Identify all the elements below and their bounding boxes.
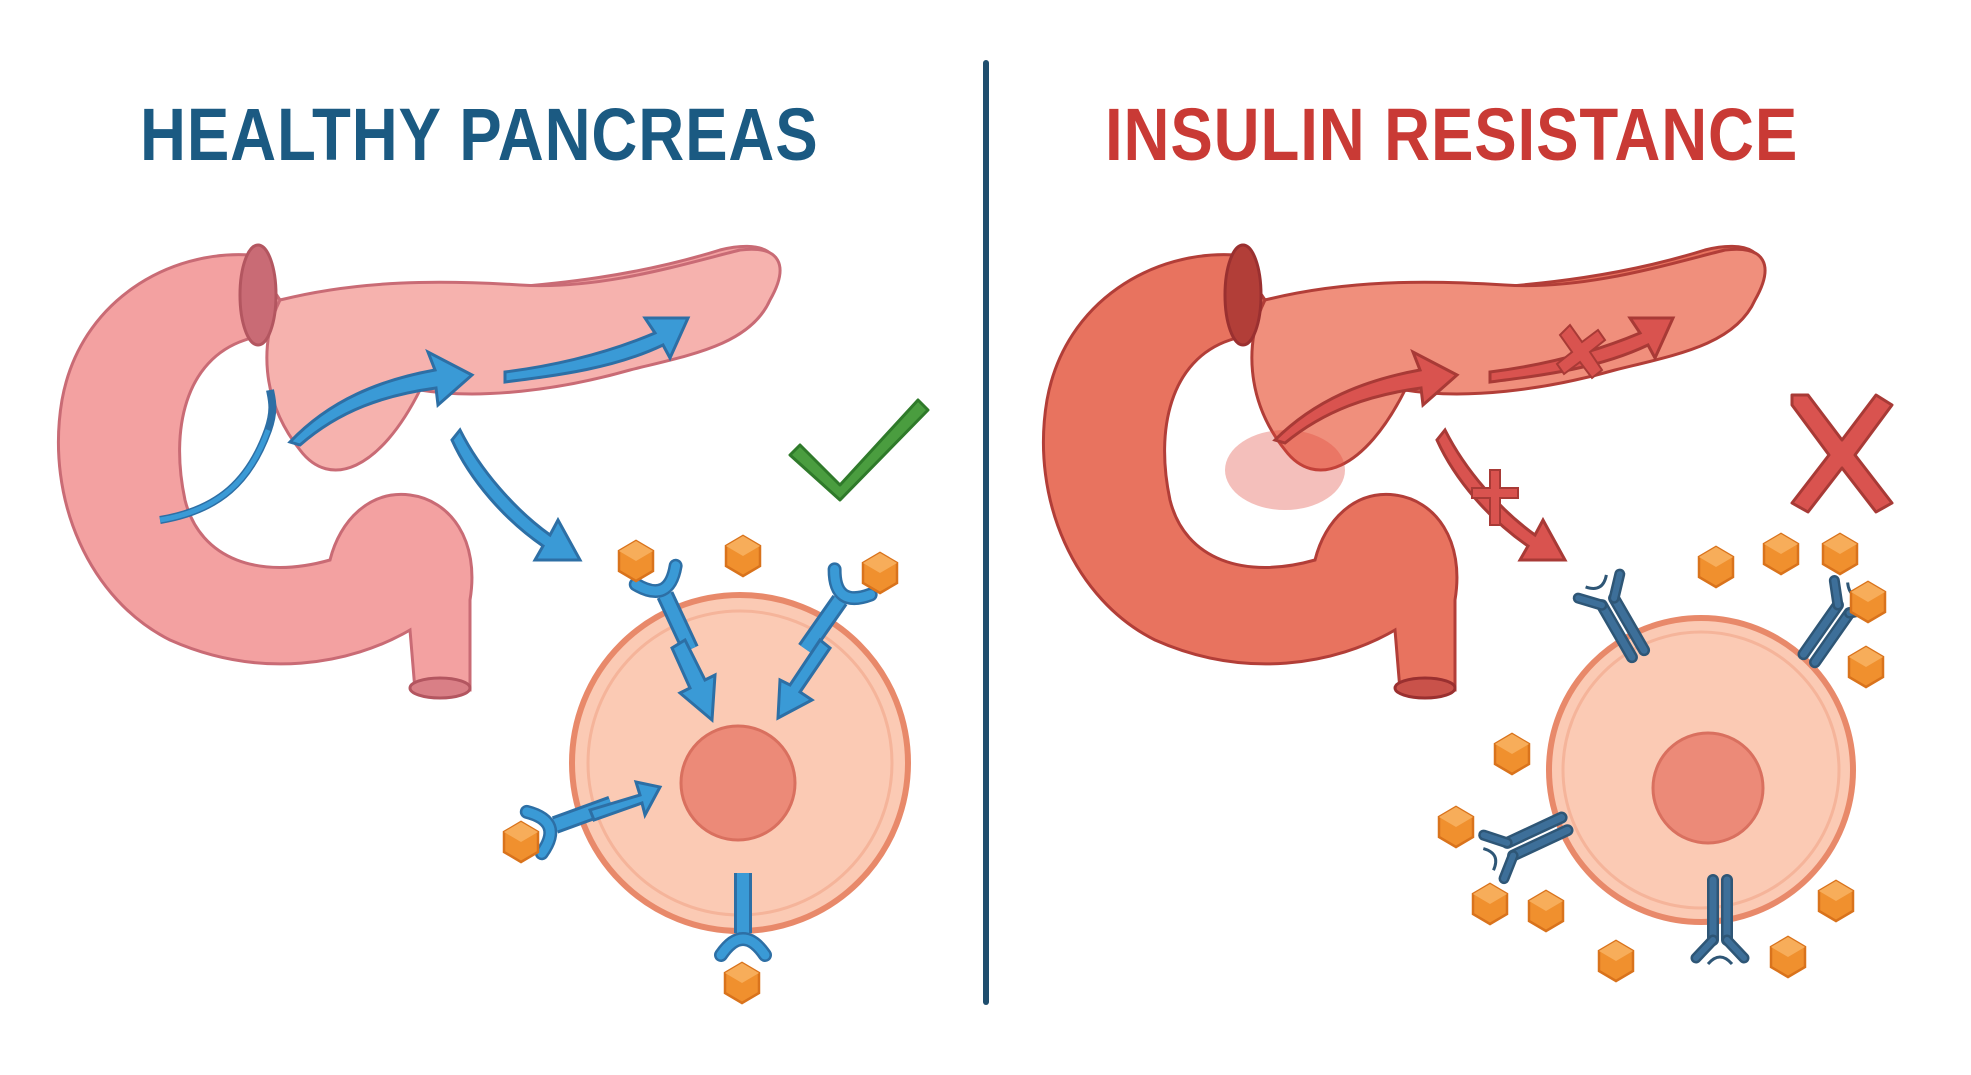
cross-icon [1790, 393, 1894, 514]
checkmark-icon [788, 398, 930, 502]
panel-divider [983, 60, 989, 1005]
healthy-receptor-arrows [587, 637, 833, 822]
healthy-insulin-flow-arrows [287, 316, 691, 562]
blocked-signal-icons [1471, 323, 1607, 526]
resistant-target-cell [1546, 615, 1856, 925]
healthy-pancreas-title: HEALTHY PANCREAS [140, 93, 819, 176]
healthy-target-cell [569, 592, 911, 934]
insulin-resistance-title: INSULIN RESISTANCE [1105, 93, 1799, 176]
resistant-insulin-flow-arrows [1272, 316, 1676, 562]
